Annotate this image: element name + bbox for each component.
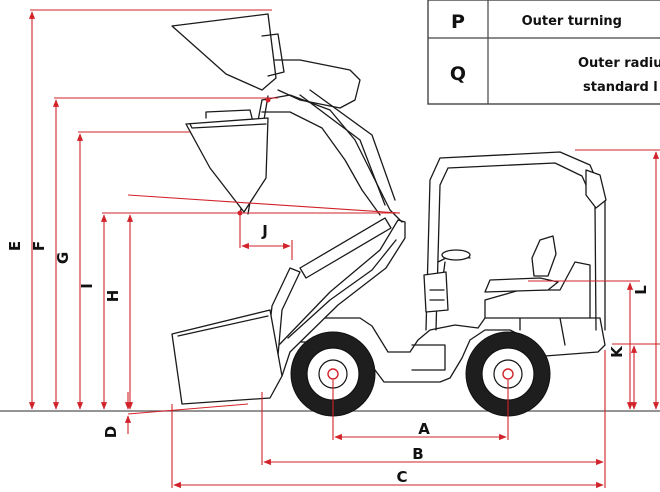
label-d: D <box>102 426 120 438</box>
rear-wheel <box>465 331 551 417</box>
lift-cylinder-raised <box>299 89 396 206</box>
table-key-p: P <box>451 11 465 33</box>
chassis <box>286 317 606 383</box>
label-j: J <box>261 222 268 240</box>
label-k: K <box>608 345 626 358</box>
label-a: A <box>418 420 430 438</box>
hydraulic-block <box>423 271 449 313</box>
bucket-mid <box>185 117 269 213</box>
dimension-lines <box>28 9 660 489</box>
spec-table: P Outer turning Q Outer radiu standard l <box>427 0 660 105</box>
lift-arm-top <box>274 59 361 109</box>
label-g: G <box>54 252 72 264</box>
bucket-top <box>171 13 277 91</box>
table-text-p: Outer turning <box>522 14 622 29</box>
steering-wheel <box>441 249 471 261</box>
bucket-ground <box>171 309 283 405</box>
table-text-q-line1: Outer radiu <box>578 56 660 71</box>
label-f: F <box>30 241 48 251</box>
label-c: C <box>396 468 407 486</box>
front-wheel <box>290 331 376 417</box>
seat-back <box>531 235 557 277</box>
seat <box>484 277 559 293</box>
rops-frame <box>425 151 606 331</box>
label-e: E <box>6 241 24 251</box>
dimension-labels: E F G I H D J K L A B C <box>6 222 650 486</box>
label-h: H <box>104 290 122 303</box>
side-panel <box>484 261 591 319</box>
rops-pillar-guard <box>585 169 607 209</box>
label-l: L <box>632 285 650 295</box>
lift-arm-lower <box>271 219 406 377</box>
label-b: B <box>412 445 423 463</box>
table-text-q-line2: standard l <box>583 80 658 95</box>
table-key-q: Q <box>450 63 466 85</box>
label-i: I <box>78 283 96 289</box>
lift-cylinder-lower <box>299 217 392 279</box>
tilt-link-lower <box>287 239 397 339</box>
spec-table-frame <box>427 0 660 105</box>
